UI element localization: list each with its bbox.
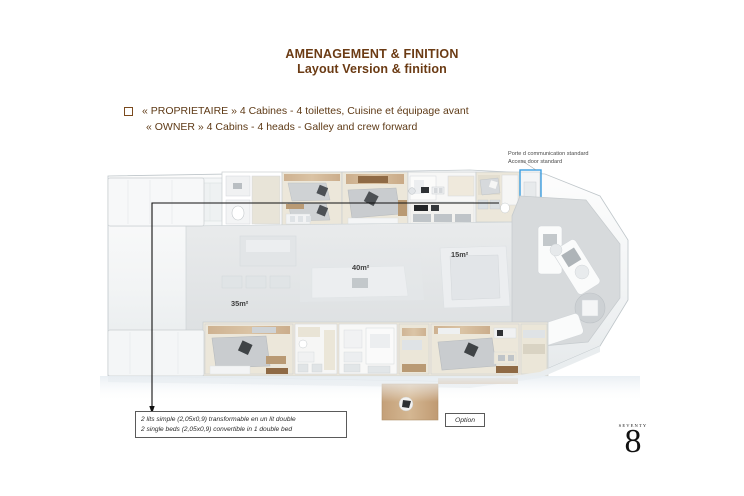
door-note-leader: [520, 159, 537, 171]
stern-platform-port: [107, 177, 205, 227]
callout-french: 2 lits simple (2,05x0,9) transformable e…: [141, 416, 296, 423]
area-label-cockpit: 15m²: [451, 250, 469, 259]
area-label-saloon: 40m²: [352, 263, 370, 272]
logo-wordmark: SEVENTY: [618, 423, 648, 428]
logo-number: 8: [624, 423, 642, 460]
cabin-block-forward-port: [221, 171, 283, 227]
callout-leader-line: [149, 202, 499, 414]
page-title: AMENAGEMENT & FINITION Layout Version & …: [0, 47, 744, 77]
callout-english: 2 single beds (2,05x0,9) convertible in …: [141, 426, 293, 434]
access-door-note: Porte d communication standard Access do…: [508, 150, 589, 167]
cabin-port-aft-upper: [281, 171, 343, 227]
title-english: Layout Version & finition: [297, 61, 447, 76]
option-badge: Option: [445, 413, 485, 427]
brand-logo: SEVENTY 8: [608, 423, 658, 460]
stern-platform-starboard: [107, 329, 205, 377]
access-door-note-french: Porte d communication standard: [508, 151, 589, 157]
description-french: « PROPRIETAIRE » 4 Cabines - 4 toilettes…: [142, 105, 469, 117]
option-label: Option: [454, 416, 476, 424]
bullet-square-icon: [124, 107, 133, 116]
title-french: AMENAGEMENT & FINITION: [285, 47, 459, 61]
access-door-note-english: Access door standard: [508, 159, 563, 166]
water-shadow: [100, 376, 640, 402]
area-label-port-hull: 35m²: [231, 299, 249, 308]
starboard-hull-cabins: [202, 321, 549, 377]
description-english: « OWNER » 4 Cabins - 4 heads - Galley an…: [146, 120, 418, 133]
galley-upper: [407, 171, 477, 227]
layout-description: « PROPRIETAIRE » 4 Cabines - 4 toilettes…: [124, 104, 604, 135]
cabin-owner-upper: [341, 171, 409, 231]
saloon-deck: [185, 221, 561, 347]
convertible-bed-callout: 2 lits simple (2,05x0,9) transformable e…: [135, 411, 347, 438]
